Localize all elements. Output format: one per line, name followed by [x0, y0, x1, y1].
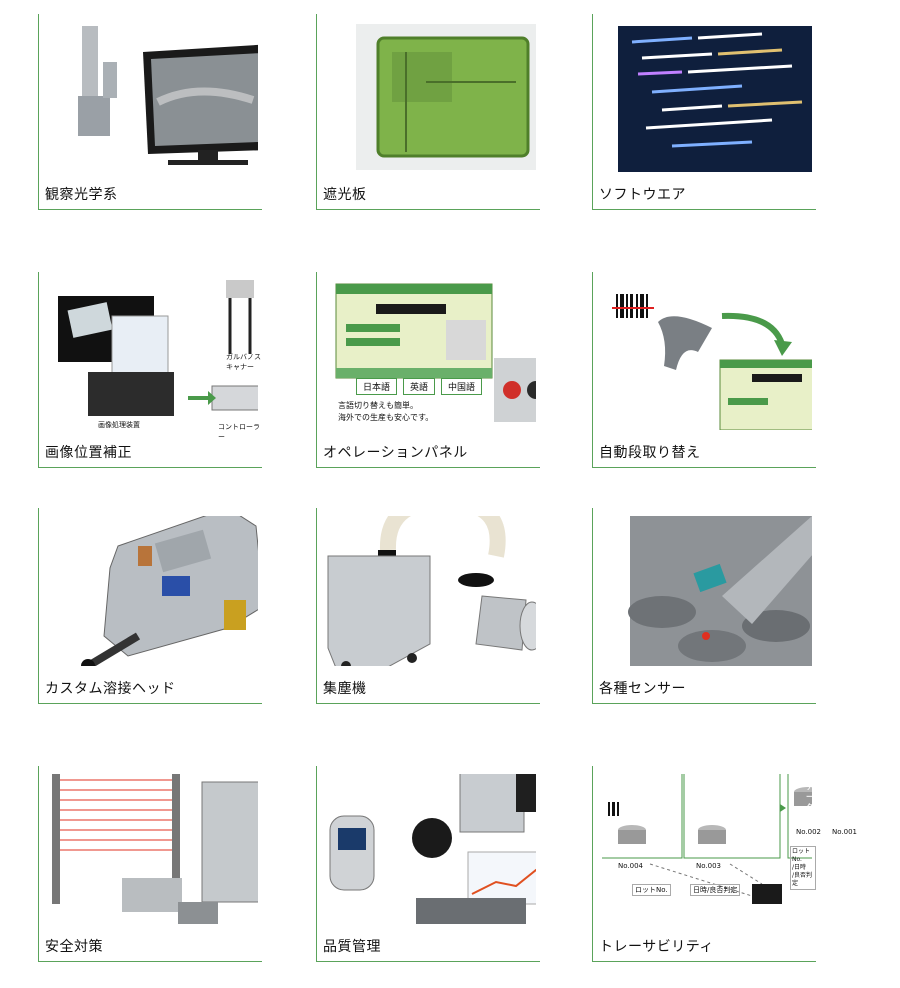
category-operation-panel[interactable]: 日本語 英語 中国語 言語切り替えも簡単。 海外での生産も安心です。 オペレーシ…	[316, 272, 540, 468]
language-buttons: 日本語 英語 中国語	[356, 378, 483, 395]
category-software[interactable]: ソフトウエア	[592, 14, 816, 210]
category-safety[interactable]: 安全対策	[38, 766, 262, 962]
dust-collector-icon	[326, 516, 536, 666]
category-traceability[interactable]: 読み取り 溶接モニタリング データ紐付け No.004 No.003 No.00…	[592, 766, 857, 962]
weld-head-icon	[48, 516, 258, 666]
shield-panel-icon	[326, 22, 536, 172]
galvano-label: ガルバノスキャナー	[226, 353, 261, 371]
category-label: カスタム溶接ヘッド	[45, 681, 176, 697]
category-label: オペレーションパネル	[323, 445, 468, 461]
step-linking: データ紐付け	[806, 783, 813, 841]
operation-panel-icon	[326, 280, 536, 430]
label-no003: No.003	[696, 862, 721, 870]
category-auto-changeover[interactable]: 自動段取り替え	[592, 272, 816, 468]
data-tag: ロットNo. /日時 /良否判定	[790, 846, 816, 890]
category-label: 遮光板	[323, 187, 367, 203]
category-optics[interactable]: 観察光学系	[38, 14, 262, 210]
category-label: 観察光学系	[45, 187, 118, 203]
label-no004: No.004	[618, 862, 643, 870]
language-note: 言語切り替えも簡単。 海外での生産も安心です。	[338, 401, 434, 422]
category-label: 各種センサー	[599, 681, 686, 697]
category-shield[interactable]: 遮光板	[316, 14, 540, 210]
category-label: ソフトウエア	[599, 187, 686, 203]
step-read: 読み取り	[614, 783, 642, 791]
label-no001: No.001	[832, 828, 857, 836]
label-no002: No.002	[796, 828, 821, 836]
traceability-flow-icon	[602, 774, 812, 924]
light-curtain-icon	[48, 774, 258, 924]
image-correction-icon	[48, 280, 258, 430]
barcode-scanner-icon	[602, 280, 812, 430]
optics-monitor-icon	[48, 22, 258, 172]
step-monitoring: 溶接モニタリング	[696, 783, 752, 791]
category-label: トレーサビリティ	[599, 939, 714, 955]
sensor-icon	[602, 516, 812, 666]
lang-button-en[interactable]: 英語	[403, 378, 436, 395]
datetime-tag: 日時/良否判定	[690, 884, 741, 896]
quality-instruments-icon	[326, 774, 536, 924]
category-dust-collector[interactable]: 集塵機	[316, 508, 540, 704]
lang-button-ja[interactable]: 日本語	[356, 378, 398, 395]
category-image-correction[interactable]: 画像位置補正 画像処理装置 ガルバノスキャナー コントローラー	[38, 272, 262, 468]
controller-label: コントローラー	[218, 423, 260, 441]
category-label: 安全対策	[45, 939, 103, 955]
code-screen-icon	[602, 22, 812, 172]
category-quality[interactable]: 品質管理	[316, 766, 540, 962]
category-label: 自動段取り替え	[599, 445, 701, 461]
device-label: 画像処理装置	[98, 421, 140, 429]
category-sensors[interactable]: 各種センサー	[592, 508, 816, 704]
category-weld-head[interactable]: カスタム溶接ヘッド	[38, 508, 262, 704]
category-label: 品質管理	[323, 939, 381, 955]
category-label: 集塵機	[323, 681, 367, 697]
category-label: 画像位置補正	[45, 445, 132, 461]
lot-tag: ロットNo.	[632, 884, 671, 896]
lang-button-zh[interactable]: 中国語	[441, 378, 483, 395]
